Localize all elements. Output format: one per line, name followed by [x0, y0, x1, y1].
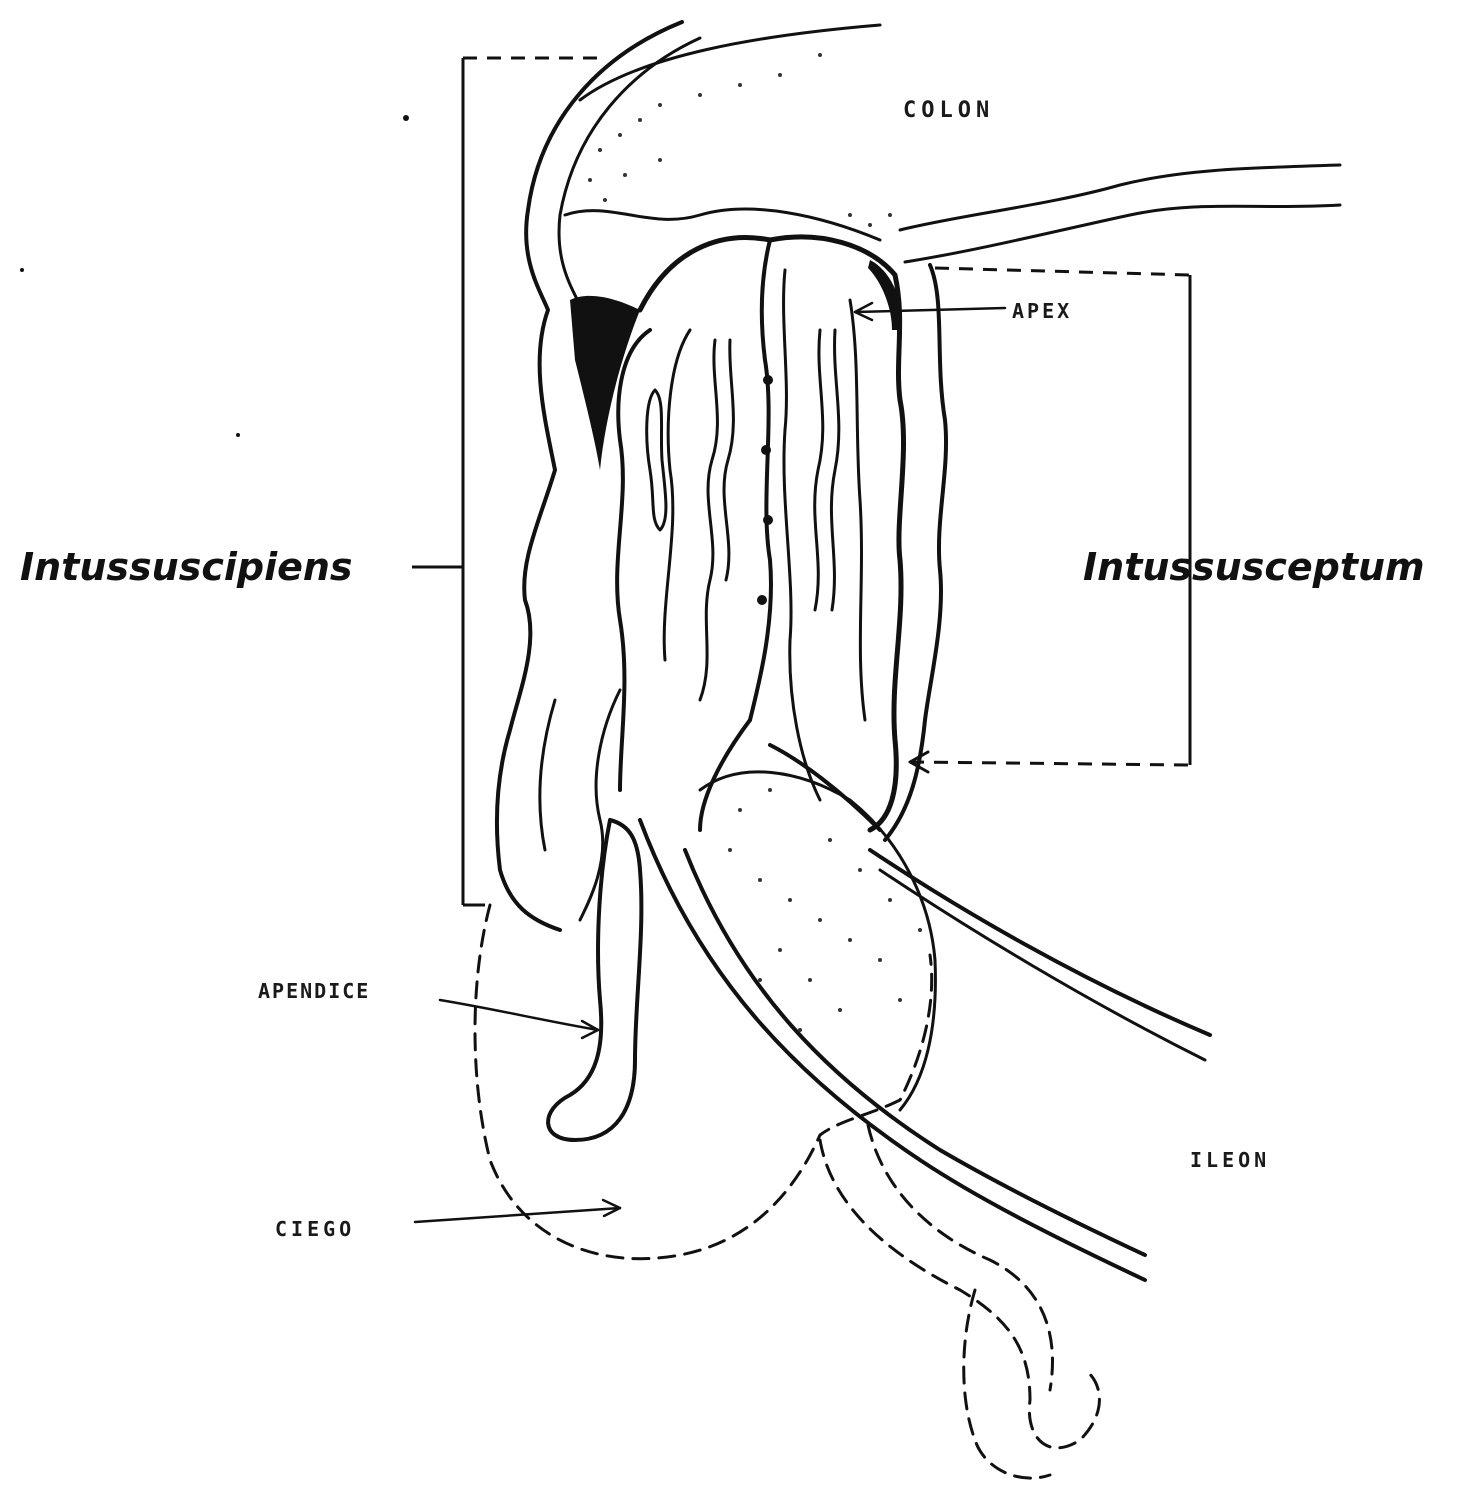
apex-label: APEX	[1012, 299, 1072, 323]
cecum-shading	[728, 788, 922, 1032]
ciego-label: CIEGO	[275, 1217, 355, 1241]
ileon-label: ILEON	[1190, 1148, 1270, 1172]
colon-label: COLON	[903, 98, 994, 123]
dashed-cecum	[475, 905, 1099, 1478]
apendice-label: APENDICE	[258, 979, 370, 1003]
intussusceptum-label: Intussusceptum	[1083, 545, 1425, 589]
cecum-outline	[700, 772, 935, 1110]
ileum	[640, 720, 1210, 1280]
dark-mass	[570, 296, 640, 470]
appendix	[548, 820, 641, 1140]
stray-dot	[236, 433, 240, 437]
intussusceptum-bracket	[910, 268, 1190, 772]
stray-dot	[403, 115, 409, 121]
intussuscipiens-label: Intussuscipiens	[20, 545, 353, 589]
intussuscipiens-bracket	[412, 58, 600, 905]
stray-dot	[20, 268, 24, 272]
colon-shading	[588, 53, 892, 227]
